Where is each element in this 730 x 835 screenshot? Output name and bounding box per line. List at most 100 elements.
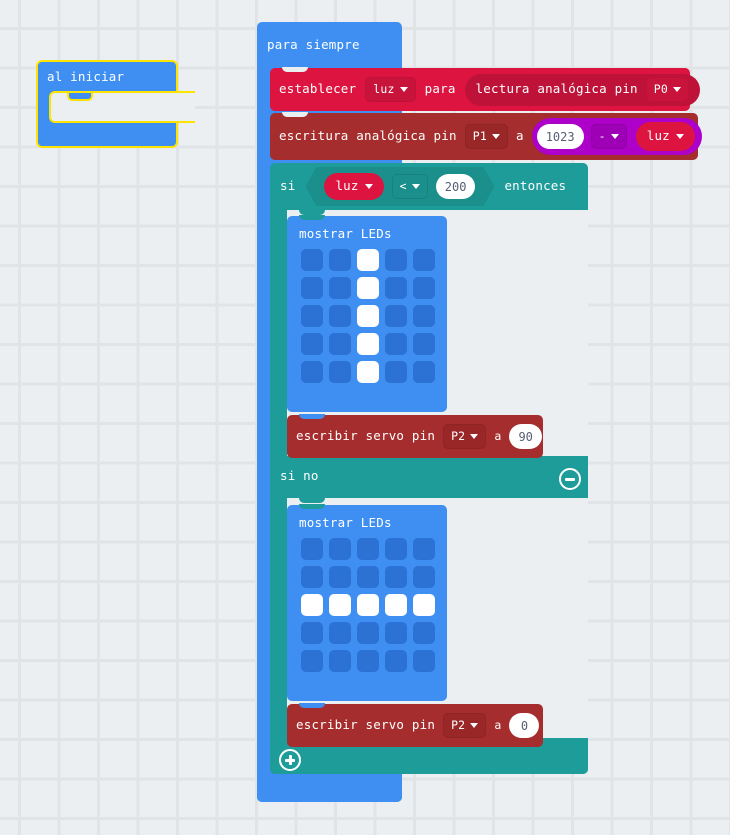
comparison-condition-block[interactable]: luz < 200 [305, 167, 494, 206]
block-notch [299, 703, 325, 708]
else-bar: si no [270, 456, 588, 498]
minus-bar [565, 478, 575, 481]
led-3-0[interactable] [301, 333, 323, 355]
led-2-3[interactable] [385, 594, 407, 616]
led-2-1[interactable] [329, 594, 351, 616]
pin-dropdown-p2[interactable]: P2 [443, 713, 487, 738]
led-0-1[interactable] [329, 538, 351, 560]
led-matrix-1[interactable] [301, 249, 435, 383]
led-0-4[interactable] [413, 538, 435, 560]
led-1-2[interactable] [357, 566, 379, 588]
forever-label: para siempre [267, 37, 360, 52]
plus-bar-vertical [289, 755, 292, 765]
led-1-3[interactable] [385, 277, 407, 299]
servo-write-block[interactable]: escribir servo pin P2 a 90 [287, 414, 543, 458]
set-variable-connector: para [424, 81, 456, 97]
set-variable-prefix: establecer [279, 81, 357, 97]
pin-dropdown-p1[interactable]: P1 [464, 124, 508, 149]
analog-write-block[interactable]: escritura analógica pin P1 a 1023 - luz [270, 112, 702, 160]
show-leds-block[interactable]: mostrar LEDs [287, 215, 447, 412]
led-0-3[interactable] [385, 538, 407, 560]
led-3-3[interactable] [385, 333, 407, 355]
variable-reporter-label: luz [646, 128, 670, 144]
led-1-3[interactable] [385, 566, 407, 588]
pin-dropdown-p2[interactable]: P2 [443, 424, 487, 449]
led-0-0[interactable] [301, 538, 323, 560]
variable-reporter-luz[interactable]: luz [633, 120, 697, 153]
servo-angle-input[interactable]: 0 [509, 713, 540, 738]
led-0-2[interactable] [357, 538, 379, 560]
led-1-4[interactable] [413, 566, 435, 588]
led-3-0[interactable] [301, 622, 323, 644]
led-1-2[interactable] [357, 277, 379, 299]
subtraction-operator-block[interactable]: 1023 - luz [531, 118, 702, 155]
led-3-3[interactable] [385, 622, 407, 644]
show-leds-block[interactable]: mostrar LEDs [287, 504, 447, 701]
variable-dropdown-luz[interactable]: luz [365, 77, 416, 102]
pin-dropdown-label: P2 [451, 428, 466, 443]
led-2-3[interactable] [385, 305, 407, 327]
led-2-4[interactable] [413, 305, 435, 327]
variable-dropdown-label: luz [373, 81, 395, 96]
pin-dropdown-p0[interactable]: P0 [645, 77, 690, 102]
led-2-0[interactable] [301, 594, 323, 616]
analog-write-prefix: escritura analógica pin [279, 128, 457, 144]
led-4-4[interactable] [413, 361, 435, 383]
pin-dropdown-label: P1 [472, 128, 487, 143]
led-2-1[interactable] [329, 305, 351, 327]
chevron-down-icon [365, 184, 373, 189]
on-start-block[interactable]: al iniciar [36, 60, 195, 148]
led-2-0[interactable] [301, 305, 323, 327]
led-4-0[interactable] [301, 650, 323, 672]
analog-read-reporter[interactable]: lectura analógica pin P0 [464, 73, 701, 106]
led-4-1[interactable] [329, 361, 351, 383]
chevron-down-icon [673, 87, 682, 92]
on-start-notch [67, 93, 93, 101]
block-notch [299, 504, 325, 509]
led-0-1[interactable] [329, 249, 351, 271]
set-variable-block[interactable]: establecer luz para lectura analógica pi… [270, 67, 701, 111]
remove-else-minus-icon[interactable] [559, 468, 581, 490]
pin-dropdown-label: P0 [653, 81, 669, 96]
add-branch-plus-icon[interactable] [279, 749, 301, 771]
led-2-2[interactable] [357, 305, 379, 327]
led-1-1[interactable] [329, 566, 351, 588]
on-start-mouth [49, 91, 195, 123]
analog-read-label: lectura analógica pin [475, 81, 638, 97]
if-header: si luz < 200 entonces [270, 163, 588, 210]
operator-dropdown[interactable]: - [590, 124, 627, 149]
led-3-2[interactable] [357, 333, 379, 355]
led-matrix-2[interactable] [301, 538, 435, 672]
led-3-4[interactable] [413, 622, 435, 644]
led-4-1[interactable] [329, 650, 351, 672]
variable-reporter-luz[interactable]: luz [324, 173, 383, 200]
led-1-0[interactable] [301, 566, 323, 588]
operand-left-input[interactable]: 1023 [536, 124, 584, 149]
led-3-1[interactable] [329, 333, 351, 355]
led-2-2[interactable] [357, 594, 379, 616]
led-2-4[interactable] [413, 594, 435, 616]
led-3-1[interactable] [329, 622, 351, 644]
led-4-4[interactable] [413, 650, 435, 672]
led-0-2[interactable] [357, 249, 379, 271]
led-1-0[interactable] [301, 277, 323, 299]
led-4-3[interactable] [385, 361, 407, 383]
led-3-4[interactable] [413, 333, 435, 355]
led-0-0[interactable] [301, 249, 323, 271]
led-0-4[interactable] [413, 249, 435, 271]
servo-angle-input[interactable]: 90 [509, 424, 542, 449]
led-1-1[interactable] [329, 277, 351, 299]
servo-write-block[interactable]: escribir servo pin P2 a 0 [287, 703, 543, 747]
threshold-input[interactable]: 200 [436, 174, 476, 199]
led-4-2[interactable] [357, 361, 379, 383]
led-0-3[interactable] [385, 249, 407, 271]
analog-write-connector: a [515, 128, 524, 144]
branch-notch [299, 498, 325, 503]
led-3-2[interactable] [357, 622, 379, 644]
led-4-3[interactable] [385, 650, 407, 672]
led-4-0[interactable] [301, 361, 323, 383]
led-4-2[interactable] [357, 650, 379, 672]
comparison-operator-dropdown[interactable]: < [392, 174, 428, 199]
led-1-4[interactable] [413, 277, 435, 299]
